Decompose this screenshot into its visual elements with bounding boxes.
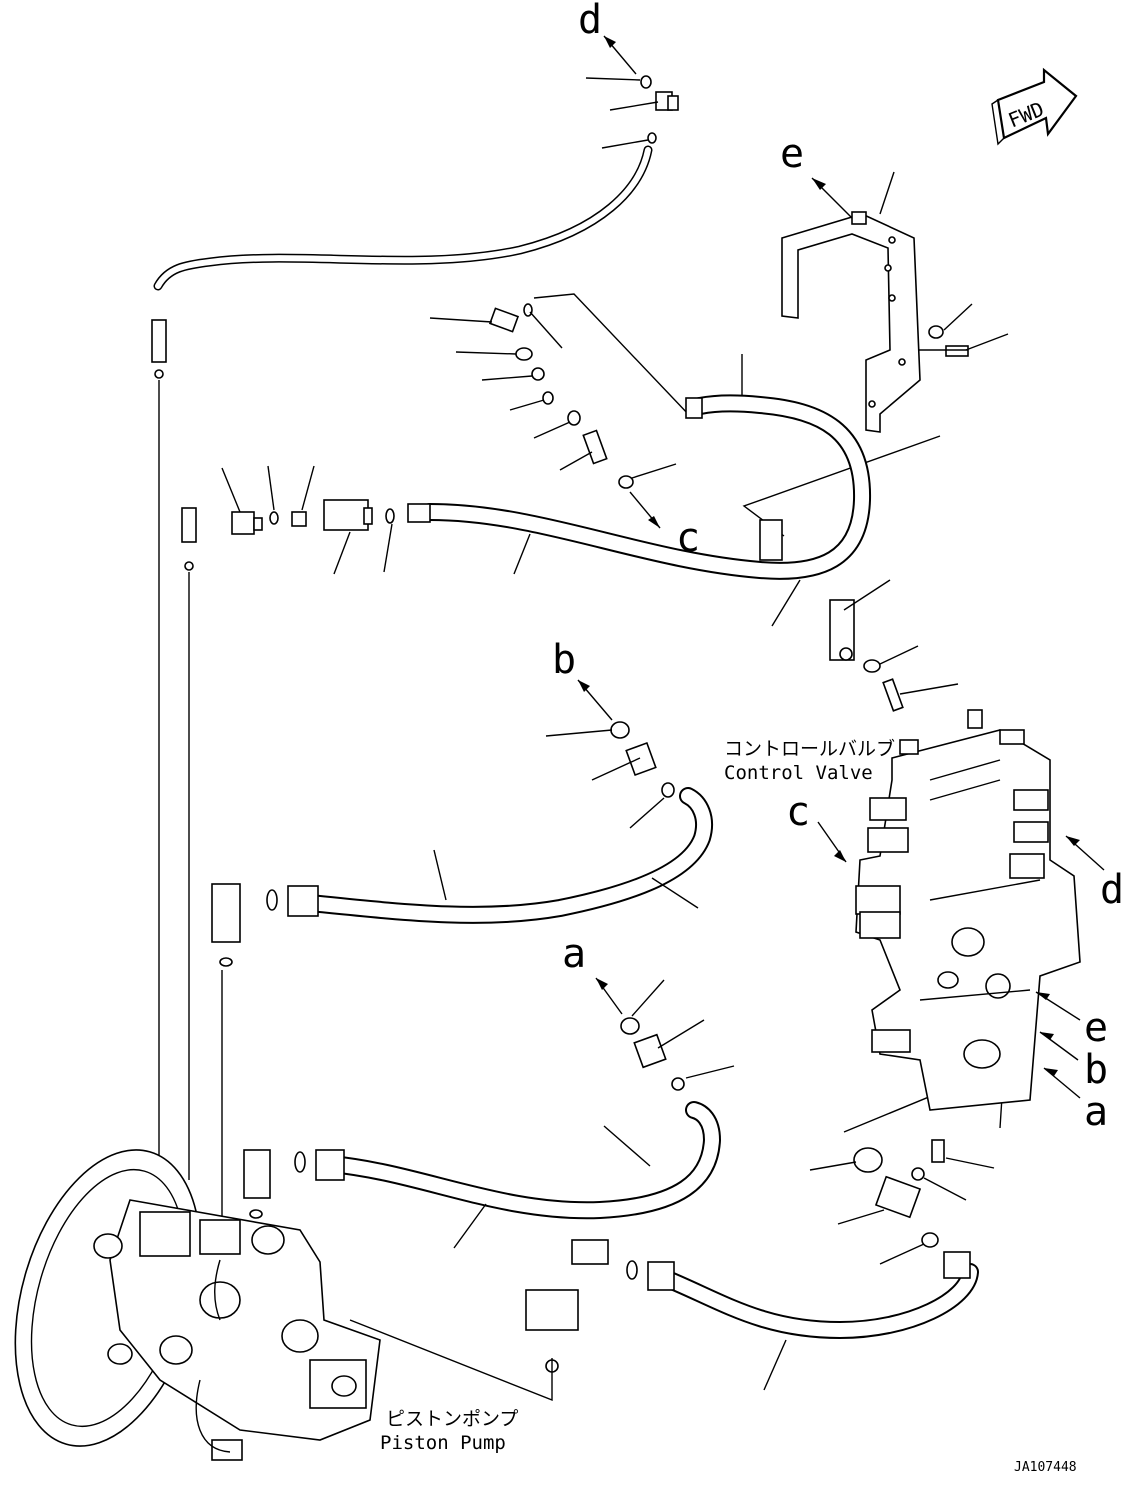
control-valve-label-jp: コントロールバルブ: [724, 738, 896, 760]
callout-a-valve: a: [1084, 1089, 1109, 1135]
top-hose: [151, 35, 679, 1160]
drawing-code: JA107448: [1014, 1460, 1077, 1475]
callout-e-valve: e: [1084, 1005, 1109, 1051]
callout-c-valve: c: [786, 789, 811, 835]
control-valve-icon: [817, 709, 1105, 1111]
bottom-hose: [349, 1239, 979, 1402]
upper-hose: [181, 354, 959, 1180]
control-valve-label-en: Control Valve: [724, 762, 873, 784]
piston-pump-label-jp: ピストンポンプ: [386, 1408, 519, 1430]
callout-b-valve: b: [1084, 1047, 1109, 1093]
fwd-arrow-icon: FWD: [991, 67, 1078, 146]
callout-e-top: e: [780, 131, 805, 177]
callout-d-top: d: [578, 0, 603, 43]
callout-c-mid: c: [676, 515, 701, 561]
callout-d-valve: d: [1100, 867, 1125, 913]
callout-b-mid: b: [552, 637, 577, 683]
mid-fittings: [429, 293, 691, 529]
callout-a-mid: a: [562, 931, 587, 977]
fwd-label: FWD: [1005, 97, 1047, 133]
right-fittings: [809, 1064, 1005, 1265]
hose-b: [211, 679, 714, 1260]
bracket-e: [742, 171, 1009, 537]
piston-pump-label-en: Piston Pump: [380, 1432, 506, 1454]
piston-pump-icon: [14, 1149, 381, 1461]
hose-a: [243, 977, 735, 1249]
